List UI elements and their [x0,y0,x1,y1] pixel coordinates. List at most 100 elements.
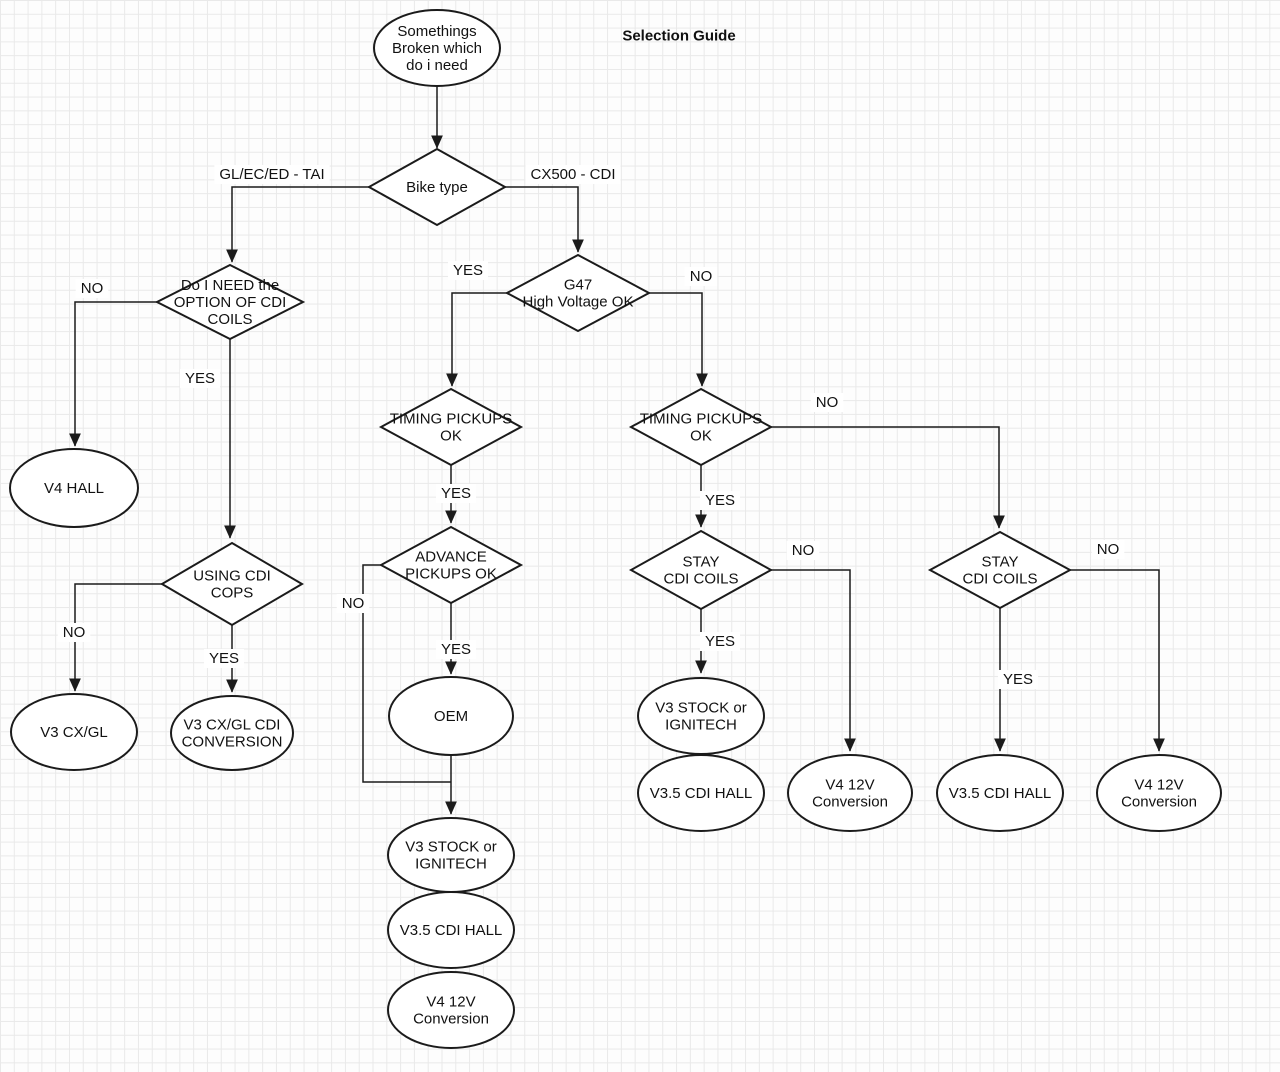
edge-label-advance-yes: YES [441,641,471,658]
edge-label-usingcops-yes: YES [209,650,239,667]
terminal-ellipse [787,754,913,832]
decision-diamond [378,387,524,467]
node-v35-cdi-hall-right: V3.5 CDI HALL [637,754,765,832]
edge-g47-yes [446,292,507,387]
edge-timingright-no [771,426,1005,529]
edge-label-timingright-yes: YES [705,492,735,509]
edge-label-background [203,649,245,668]
node-oem: OEM [388,676,514,756]
node-label: V4 HALL [44,480,104,497]
edge-labels-layer: GL/EC/ED - TAI CX500 - CDI NO YES NO YES YES NO… [57,165,1125,689]
diagram-title: Selection Guide [622,27,736,45]
edge-label-usingcops-no: NO [63,624,86,641]
edge-label-background [447,261,489,280]
node-label: Bike type [406,179,468,196]
node-v35-cdi-hall-far-right: V3.5 CDI HALL [936,754,1064,832]
decision-diamond [378,525,524,605]
terminal-ellipse [387,891,515,969]
edge-label-background [997,670,1039,689]
node-label: OEM [434,708,468,725]
edge-usingcops-no [69,583,162,692]
edge-label-background [684,267,718,286]
terminal-ellipse [936,754,1064,832]
terminal-ellipse [387,971,515,1049]
edge-label-timingleft-yes: YES [441,485,471,502]
decision-diamond [366,147,508,227]
edge-label-g47-yes: YES [453,262,483,279]
node-v3-cxgl: V3 CX/GL [10,693,138,771]
node-label: V3 CX/GL [40,724,108,741]
terminal-ellipse [373,9,501,87]
edge-advance-no-loop [362,564,451,783]
decision-diamond [628,387,774,467]
node-v4-hall: V4 HALL [9,448,139,528]
decision-diamond [160,541,304,627]
terminal-ellipse [170,695,294,771]
edge-label-needcdi-no: NO [81,280,104,297]
edge-label-needcdi-yes: YES [185,370,215,387]
decision-diamond [154,263,306,341]
edge-label-stay2-no: NO [1097,541,1120,558]
edge-label-background [786,541,820,560]
edge-stay1-no [771,569,856,752]
node-label: V3.5 CDI HALL [650,785,753,802]
edge-label-background [435,640,477,659]
edge-label-background [810,393,844,412]
edge-biketype-cx500 [505,186,584,253]
edge-label-background [179,369,221,388]
edge-label-background [699,632,741,651]
edge-label-timingright-no: NO [816,394,839,411]
edge-label-background [336,594,370,613]
terminal-ellipse [10,693,138,771]
node-label: V3.5 CDI HALL [400,922,503,939]
node-v35-cdi-hall-center: V3.5 CDI HALL [387,891,515,969]
edge-label-background [699,491,741,510]
edge-biketype-gl [226,186,369,263]
decision-diamond [628,529,774,611]
edge-label-background [57,623,91,642]
node-bike-type: Bike type [366,147,508,227]
terminal-ellipse [388,676,514,756]
node-label: V3.5 CDI HALL [949,785,1052,802]
edge-label-biketype-cx500: CX500 - CDI [530,166,615,183]
edge-label-background [525,165,621,184]
edge-stay2-no [1070,569,1165,752]
edge-label-background [75,279,109,298]
edge-label-biketype-gl: GL/EC/ED - TAI [219,166,324,183]
edge-label-background [435,484,477,503]
edge-label-stay2-yes: YES [1003,671,1033,688]
edge-needcdi-no [69,301,157,447]
decision-diamond [927,530,1073,610]
edge-label-stay1-yes: YES [705,633,735,650]
